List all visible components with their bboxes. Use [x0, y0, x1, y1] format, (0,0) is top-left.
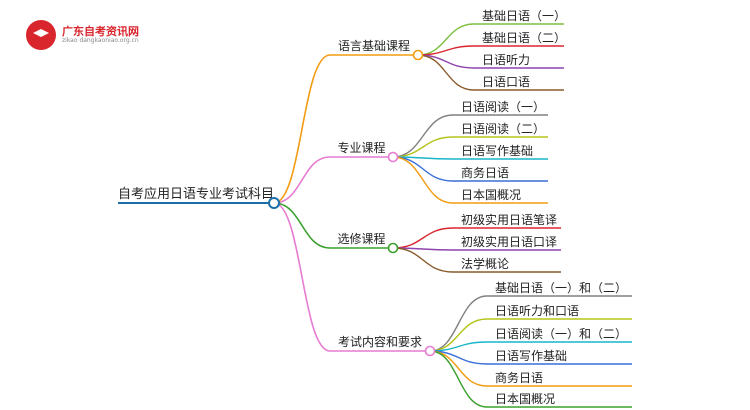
leaf-label: 基础日语（一）和（二）: [495, 281, 627, 295]
leaf-label: 基础日语（一）: [482, 9, 566, 23]
leaf-connector: [392, 136, 454, 158]
branch-label: 语言基础课程: [338, 38, 410, 53]
leaf-connector: [392, 156, 454, 204]
branch-connector: [273, 202, 331, 352]
root-label: 自考应用日语专业考试科目: [118, 186, 274, 202]
leaf-label: 初级实用日语笔译: [461, 212, 557, 227]
branch-label: 选修课程: [337, 231, 385, 246]
leaf-label: 日本国概况: [461, 188, 521, 202]
root-node: [268, 197, 280, 209]
leaf-label: 基础日语（二）: [482, 31, 566, 45]
graduation-cap-icon: [26, 20, 56, 50]
branch-label: 考试内容和要求: [338, 334, 422, 349]
leaf-connector: [429, 350, 488, 408]
branch-node: [387, 151, 399, 163]
leaf-connector: [392, 156, 454, 182]
leaf-label: 日语阅读（一）和（二）: [495, 327, 627, 341]
leaf-connector: [417, 54, 475, 91]
leaf-connector: [429, 350, 488, 387]
leaf-label: 日语口语: [482, 75, 530, 89]
leaf-label: 初级实用日语口译: [461, 234, 557, 249]
site-logo: 广东自考资讯网 zikao dangkaoniao.org.cn: [26, 20, 139, 50]
leaf-label: 商务日语: [495, 370, 543, 385]
logo-title: 广东自考资讯网: [62, 24, 139, 38]
leaf-label: 日语写作基础: [495, 349, 567, 363]
leaf-connector: [392, 227, 454, 249]
leaf-label: 日语听力: [482, 53, 530, 67]
leaf-label: 日本国概况: [495, 392, 555, 406]
branch-node: [424, 345, 436, 357]
branch-connector: [273, 202, 331, 249]
branch-connector: [273, 156, 331, 204]
branch-node: [387, 242, 399, 254]
leaf-label: 日语写作基础: [461, 144, 533, 158]
leaf-label: 日语阅读（二）: [461, 122, 545, 136]
logo-subtitle: zikao dangkaoniao.org.cn: [62, 36, 139, 44]
branch-node: [412, 49, 424, 61]
branch-label: 专业课程: [337, 140, 385, 155]
leaf-label: 商务日语: [461, 165, 509, 180]
leaf-connector: [392, 247, 454, 273]
leaf-connector: [392, 114, 454, 158]
leaf-label: 日语阅读（一）: [461, 100, 545, 114]
leaf-label: 日语听力和口语: [495, 304, 579, 318]
leaf-connector: [429, 295, 488, 352]
branch-connector: [273, 54, 331, 204]
leaf-label: 法学概论: [461, 256, 509, 271]
